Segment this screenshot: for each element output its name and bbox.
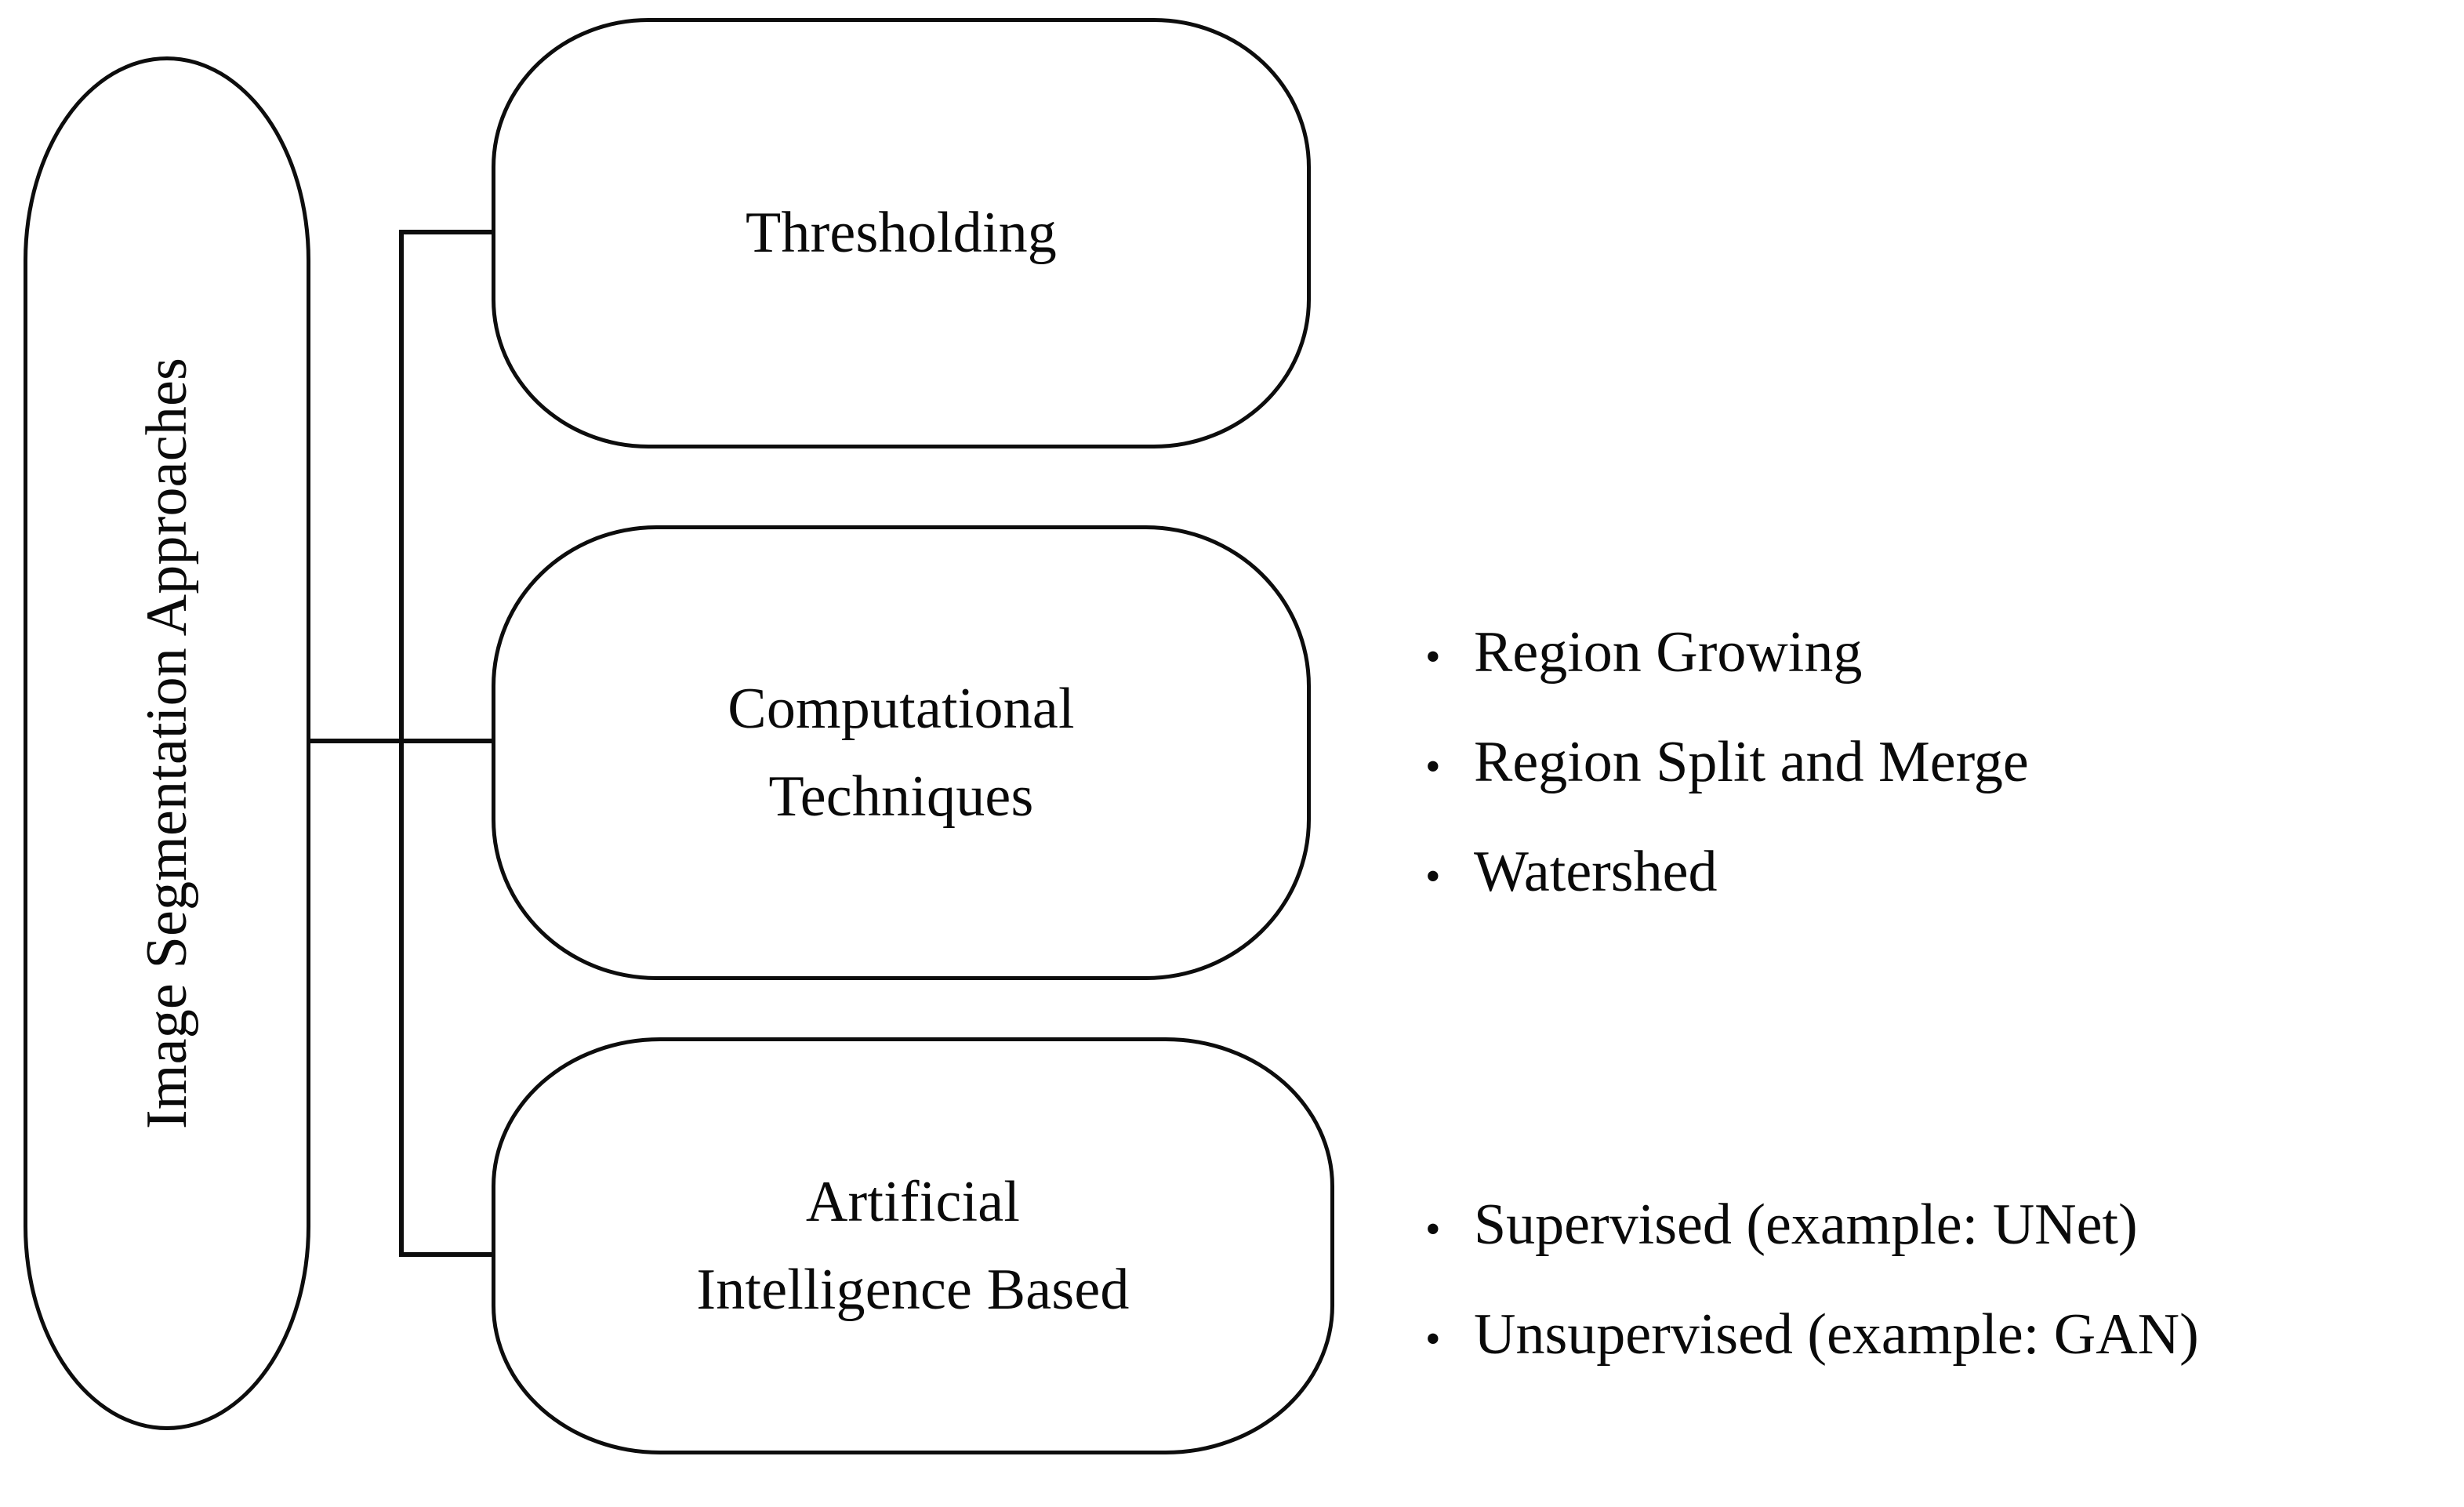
connector-branch-computational — [399, 739, 495, 743]
node-image-segmentation-approaches[interactable]: Image Segmentation Approaches — [24, 56, 310, 1430]
node-computational-label: Computational Techniques — [728, 676, 1075, 829]
node-computational-techniques[interactable]: Computational Techniques — [492, 525, 1311, 980]
bullet-dot-icon: • — [1425, 743, 1441, 791]
list-item-label: Supervised (example: UNet) — [1474, 1193, 2138, 1257]
node-thresholding[interactable]: Thresholding — [492, 18, 1311, 448]
connector-root-stub — [307, 739, 406, 743]
list-item-label: Unsupervised (example: GAN) — [1474, 1302, 2199, 1367]
connector-trunk — [399, 230, 404, 1257]
connector-branch-ai — [399, 1252, 495, 1257]
connector-branch-thresholding — [399, 230, 495, 234]
node-root-label: Image Segmentation Approaches — [134, 358, 199, 1129]
bullet-dot-icon: • — [1425, 1205, 1441, 1254]
list-artificial-intelligence-based: • Supervised (example: UNet) • Unsupervi… — [1425, 1196, 2199, 1364]
node-artificial-intelligence-based[interactable]: Artificial Intelligence Based — [492, 1037, 1334, 1454]
list-item: • Region Growing — [1425, 623, 2029, 681]
list-item-label: Region Split and Merge — [1474, 730, 2029, 794]
node-ai-label: Artificial Intelligence Based — [696, 1169, 1130, 1322]
node-thresholding-label: Thresholding — [745, 201, 1057, 266]
list-item: • Unsupervised (example: GAN) — [1425, 1305, 2199, 1364]
bullet-dot-icon: • — [1425, 852, 1441, 901]
list-item-label: Region Growing — [1474, 620, 1863, 685]
list-item: • Watershed — [1425, 843, 2029, 901]
list-item: • Supervised (example: UNet) — [1425, 1196, 2199, 1254]
bullet-dot-icon: • — [1425, 633, 1441, 681]
list-item-label: Watershed — [1474, 840, 1718, 904]
list-item: • Region Split and Merge — [1425, 733, 2029, 791]
list-computational-techniques: • Region Growing • Region Split and Merg… — [1425, 623, 2029, 901]
bullet-dot-icon: • — [1425, 1315, 1441, 1364]
